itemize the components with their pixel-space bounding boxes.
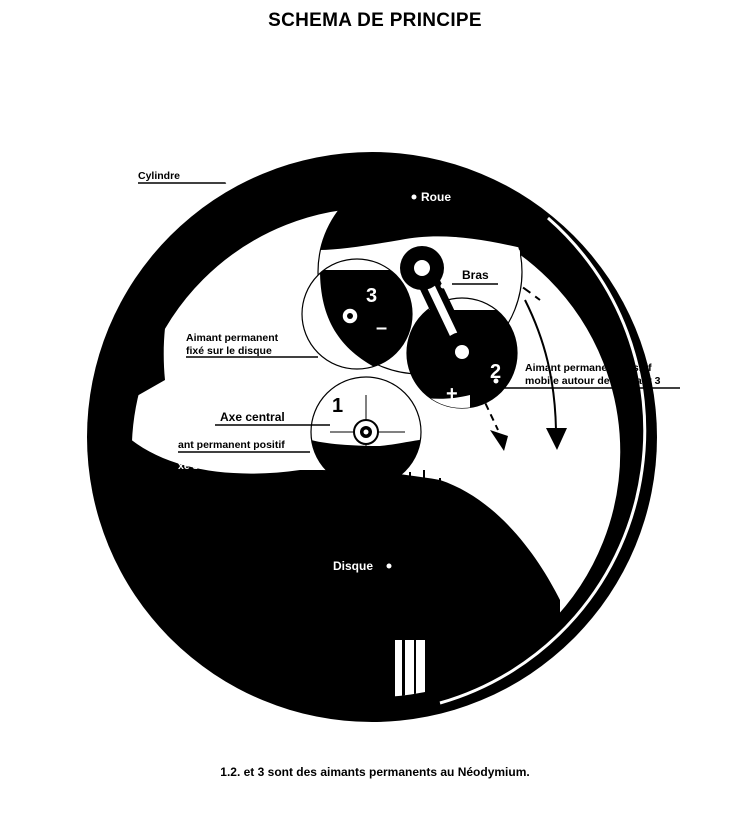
rotation-arrow-head <box>546 428 567 450</box>
label-dots <box>225 179 499 569</box>
label-mobile-magnet-1: Aimant permanent positif <box>525 362 652 374</box>
label-axis-magnet-2: xe sur l'axe central <box>178 460 272 472</box>
label-axis-magnet-1: ant permanent positif <box>178 439 285 451</box>
label-axe-central: Axe central <box>220 410 285 424</box>
magnet-3-polarity-minus: – <box>376 317 387 339</box>
label-cylindre: Cylindre <box>138 170 180 182</box>
label-fixed-magnet-2: fixé sur le disque <box>186 345 272 357</box>
central-axis-pin <box>353 419 379 445</box>
dashed-arrow <box>464 359 499 431</box>
label-mobile-magnet-2: mobile autour de l'aimant 3 <box>525 375 661 387</box>
dashed-arrow-head <box>490 430 508 451</box>
rotation-arrow <box>524 299 557 431</box>
label-bras: Bras <box>462 268 489 282</box>
arm <box>400 246 482 372</box>
label-disque: Disque <box>333 559 373 573</box>
magnet-3-number: 3 <box>366 285 377 307</box>
magnet-1-number: 1 <box>332 395 343 417</box>
label-roue: Roue <box>421 190 451 204</box>
label-fixed-magnet-1: Aimant permanent <box>186 332 279 344</box>
footnote: 1.2. et 3 sont des aimants permanents au… <box>220 765 530 779</box>
magnet-2-number: 2 <box>490 361 501 383</box>
page-title: SCHEMA DE PRINCIPE <box>268 10 482 31</box>
magnet-2-polarity-plus: + <box>446 383 458 405</box>
leader-lines <box>138 182 680 453</box>
magnet-3-pin <box>341 307 359 325</box>
